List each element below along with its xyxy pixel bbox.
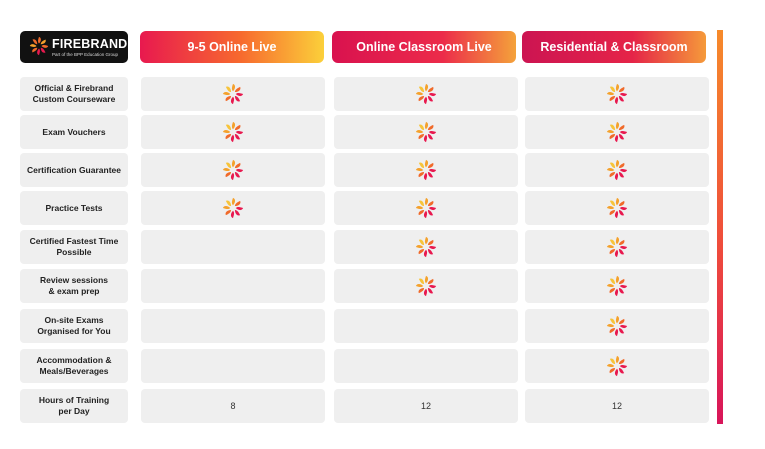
firebrand-flower-icon [606, 197, 628, 219]
firebrand-flower-icon [415, 236, 437, 258]
table-cell [334, 153, 518, 187]
firebrand-flower-icon [415, 197, 437, 219]
column-header-residential: Residential & Classroom [522, 31, 706, 63]
brand-name: FIREBRAND [52, 37, 128, 51]
table-cell [141, 191, 325, 225]
table-cell [334, 77, 518, 111]
table-cell [525, 153, 709, 187]
row-label: Exam Vouchers [20, 115, 128, 149]
table-cell [525, 191, 709, 225]
firebrand-flower-icon [415, 83, 437, 105]
table-cell [525, 309, 709, 343]
firebrand-flower-icon [222, 83, 244, 105]
firebrand-flower-icon [606, 275, 628, 297]
row-label: Certification Guarantee [20, 153, 128, 187]
row-label: Official & Firebrand Custom Courseware [20, 77, 128, 111]
table-cell [141, 77, 325, 111]
hours-value: 8 [230, 401, 236, 411]
hours-value: 12 [611, 401, 622, 411]
table-cell [525, 230, 709, 264]
row-label: On-site Exams Organised for You [20, 309, 128, 343]
column-header-online-classroom: Online Classroom Live [332, 31, 516, 63]
table-cell [141, 153, 325, 187]
firebrand-flower-icon [606, 236, 628, 258]
table-cell: 12 [334, 389, 518, 423]
firebrand-flower-icon [415, 159, 437, 181]
hours-value: 12 [420, 401, 431, 411]
firebrand-flower-icon [606, 83, 628, 105]
row-label: Accommodation & Meals/Beverages [20, 349, 128, 383]
table-cell [525, 349, 709, 383]
row-label: Review sessions & exam prep [20, 269, 128, 303]
table-cell [525, 77, 709, 111]
table-cell [334, 230, 518, 264]
table-cell [141, 115, 325, 149]
table-cell [525, 115, 709, 149]
table-cell [334, 309, 518, 343]
table-cell [334, 191, 518, 225]
firebrand-flower-icon [606, 159, 628, 181]
row-label: Certified Fastest Time Possible [20, 230, 128, 264]
table-cell [334, 269, 518, 303]
firebrand-logo: FIREBRAND Part of the BPP Education Grou… [20, 31, 128, 63]
table-cell [141, 230, 325, 264]
table-cell [141, 309, 325, 343]
firebrand-flower-icon [415, 121, 437, 143]
column-header-online-live: 9-5 Online Live [140, 31, 324, 63]
table-cell [141, 349, 325, 383]
firebrand-flower-icon [222, 121, 244, 143]
firebrand-flower-icon [222, 197, 244, 219]
table-cell [334, 349, 518, 383]
table-cell: 8 [141, 389, 325, 423]
row-label: Hours of Training per Day [20, 389, 128, 423]
table-cell [141, 269, 325, 303]
firebrand-logo-icon [29, 36, 49, 56]
table-cell: 12 [525, 389, 709, 423]
firebrand-flower-icon [415, 275, 437, 297]
table-cell [334, 115, 518, 149]
firebrand-flower-icon [606, 315, 628, 337]
firebrand-flower-icon [606, 121, 628, 143]
row-label: Practice Tests [20, 191, 128, 225]
firebrand-flower-icon [606, 355, 628, 377]
firebrand-flower-icon [222, 159, 244, 181]
accent-bar [717, 30, 723, 424]
brand-tagline: Part of the BPP Education Group [52, 52, 118, 57]
table-cell [525, 269, 709, 303]
